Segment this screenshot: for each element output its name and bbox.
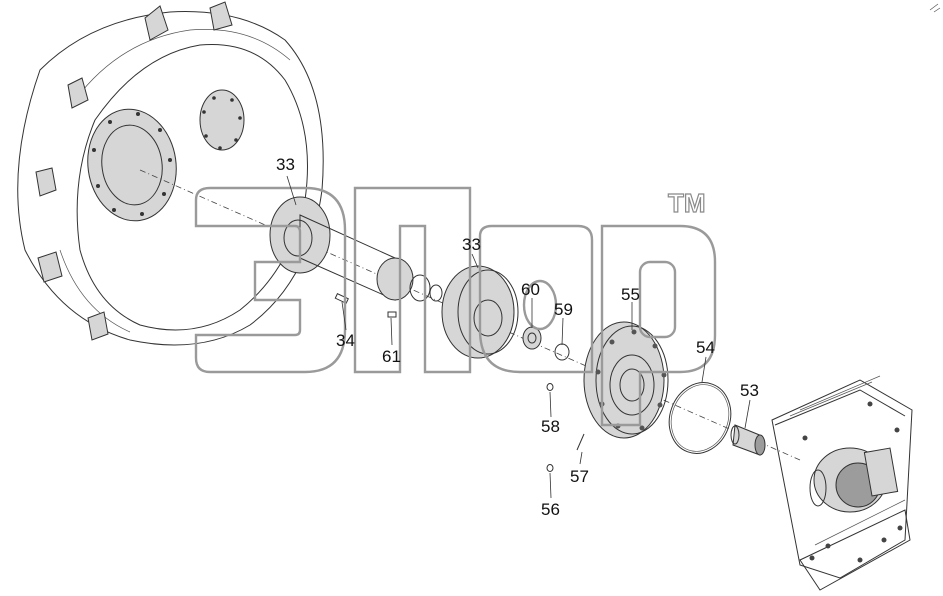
- callout-60: 60: [521, 280, 540, 299]
- callout-33-shaft: 33: [276, 155, 295, 174]
- callout-labels: 33 33 34 61 60 59 55 54 53 58 57 56: [276, 155, 759, 519]
- key-61: [387, 311, 397, 318]
- leader-lines: [286, 175, 751, 499]
- callout-57: 57: [570, 467, 589, 486]
- washer-58: [546, 383, 554, 391]
- pin-57: [576, 433, 585, 451]
- washer-60: [522, 326, 542, 350]
- ring-59: [554, 343, 570, 361]
- key-34: [334, 292, 349, 304]
- coupling-53: [730, 424, 766, 456]
- washer-56: [546, 464, 554, 472]
- watermark-logo: TM: [194, 186, 717, 427]
- callout-53: 53: [740, 381, 759, 400]
- callout-55: 55: [621, 285, 640, 304]
- hub-disc: [441, 265, 519, 359]
- motor-bracket-assembly: [771, 375, 913, 591]
- corner-mark: [929, 3, 941, 13]
- callout-34: 34: [336, 331, 355, 350]
- o-ring-54: [668, 382, 732, 454]
- flange-plate: [583, 321, 669, 439]
- hub-bolt-holes: [92, 112, 172, 216]
- callout-58: 58: [541, 417, 560, 436]
- callout-56: 56: [541, 500, 560, 519]
- drum-housing: [17, 1, 324, 346]
- callout-61: 61: [382, 347, 401, 366]
- callout-59: 59: [554, 300, 573, 319]
- trademark-symbol: TM: [668, 188, 706, 218]
- callout-33-hub: 33: [462, 235, 481, 254]
- callout-54: 54: [696, 338, 715, 357]
